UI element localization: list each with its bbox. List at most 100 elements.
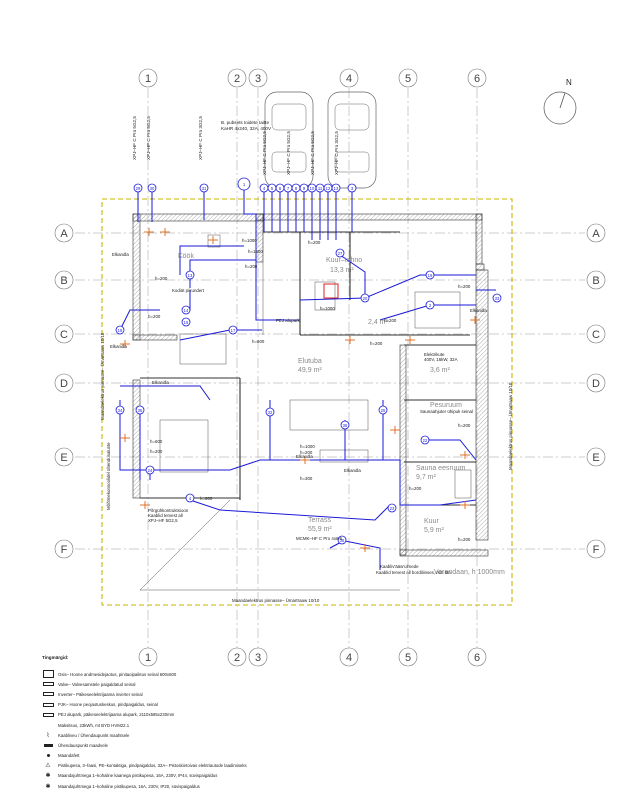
north-label: N bbox=[566, 78, 572, 87]
bottom-left-1: Põrgühkontruktsioon bbox=[148, 508, 189, 513]
h-label: h=1000 bbox=[320, 306, 335, 311]
wiring bbox=[119, 188, 496, 570]
node-label: 6 bbox=[279, 186, 282, 191]
room-elutuba: Elutuba bbox=[298, 358, 322, 365]
axis-col-6-bottom: 6 bbox=[474, 652, 480, 664]
supply-cables: XPJ–HF C Pro 5G2,5 XPJ–HF C Pro 5G2,5 XP… bbox=[132, 116, 339, 175]
room-sauna: Sauna eesruum bbox=[416, 465, 466, 472]
cable-label: XPJ–HF C Pro 5G2,5 bbox=[310, 131, 315, 175]
bottom-cable-1: Kaabliv'ääw'ulmede bbox=[380, 564, 419, 569]
axis-row-A: A bbox=[60, 228, 68, 240]
north-arrow: N bbox=[543, 78, 577, 125]
node-label: 18 bbox=[118, 328, 123, 333]
room-elutuba-area: 49,9 m² bbox=[298, 367, 322, 374]
elektrikute-label: Elektrikute bbox=[424, 352, 445, 357]
h-label: h=300 bbox=[300, 476, 313, 481]
axis-col-4-bottom: 4 bbox=[346, 652, 352, 664]
kodiut-label: Kodiüt piirundert bbox=[172, 288, 205, 293]
alarm-panel-icon bbox=[42, 680, 54, 688]
node-label: 17 bbox=[231, 328, 236, 333]
room-kuur-tehno-area: 13,3 m² bbox=[330, 267, 354, 274]
node-label: 7 bbox=[287, 186, 290, 191]
node-label: 22 bbox=[423, 438, 428, 443]
elkandla-label: Elkandla bbox=[110, 344, 127, 349]
main-board-icon bbox=[42, 701, 54, 709]
legend-item: ✱Maandajuhtmega 1–kohaline kaanega pisti… bbox=[42, 771, 462, 781]
h-label: h=600 bbox=[252, 339, 265, 344]
h-label: h=1500 bbox=[248, 249, 263, 254]
room-labels: Köök Kuur–tehno 13,3 m² Elutuba 49,9 m² … bbox=[178, 253, 505, 576]
node-label: 29 bbox=[136, 186, 141, 191]
h-label: h=200 bbox=[155, 276, 168, 281]
node-label: 27 bbox=[338, 251, 343, 256]
axis-row-F: F bbox=[61, 544, 68, 556]
node-label: 31 bbox=[202, 186, 207, 191]
axis-row-B: B bbox=[60, 275, 67, 287]
axis-col-6: 6 bbox=[474, 73, 480, 85]
node-label: 8 bbox=[295, 186, 298, 191]
bottom-left-2: Kaablid tervest all bbox=[148, 513, 183, 518]
room-terrass: Terrass bbox=[308, 517, 331, 524]
legend-title: Tingmärgid: bbox=[42, 655, 69, 660]
ground-rod-icon bbox=[42, 752, 54, 760]
axis-bubbles: 1 2 3 4 5 6 1 2 3 4 5 6 A B C D E F bbox=[54, 68, 606, 667]
axis-row-E: E bbox=[60, 452, 67, 464]
node-label: 11 bbox=[318, 186, 323, 191]
room-pesuruum-area: 3,6 m² bbox=[430, 367, 451, 374]
node-label: 4 bbox=[189, 496, 192, 501]
pej-label: PEJ alupark bbox=[276, 318, 300, 323]
h-label: h=200 bbox=[370, 341, 383, 346]
cable-entry-icon: ⌇ bbox=[46, 732, 50, 739]
h-label: h=200 bbox=[384, 318, 397, 323]
saun-label: Saunaahjuter ühipuk seinal bbox=[420, 409, 473, 414]
h-label: h=200 bbox=[150, 449, 163, 454]
axis-col-3: 3 bbox=[255, 73, 261, 85]
plinth-left-2: Mõõtmekonsoolidel ühendusaluste bbox=[106, 442, 111, 510]
plinth-right: Maandaelektrus pinnasse– Ümartraaw 10/10 bbox=[508, 382, 513, 470]
legend-item: Osis– Hoone andmesidejaotus, pinitaoipai… bbox=[42, 669, 462, 679]
axis-col-2-bottom: 2 bbox=[234, 652, 240, 664]
node-label: 25 bbox=[381, 408, 386, 413]
supply-line-2: KaHR 4x240, 32A, 400V bbox=[221, 126, 272, 131]
cable-label: XPJ–HF C Pro 3G2,5 bbox=[334, 131, 339, 175]
node-label: 24 bbox=[148, 468, 153, 473]
axis-grid bbox=[75, 88, 585, 650]
axis-row-C: C bbox=[60, 329, 68, 341]
room-kuur-area: 5,9 m² bbox=[424, 527, 445, 534]
axis-col-1-bottom: 1 bbox=[145, 652, 151, 664]
legend-item: ⚠Pistikupesa, 3–faasi, PE–kontaktiga, pi… bbox=[42, 761, 462, 771]
grounding-perimeter bbox=[101, 198, 513, 606]
cable-label: XPJ–HF C Pro 5G2,5 bbox=[262, 131, 267, 175]
room-sauna-area: 9,7 m² bbox=[416, 474, 437, 481]
legend: Tingmärgid: Osis– Hoone andmesidejaotus,… bbox=[42, 655, 462, 791]
h-label: h=600 bbox=[150, 439, 163, 444]
node-label: 15 bbox=[184, 320, 189, 325]
room-kook: Köök bbox=[178, 253, 194, 260]
node-label: 2 bbox=[429, 303, 432, 308]
elkandla-label: Elkandla bbox=[152, 380, 169, 385]
h-label: h=200 bbox=[458, 423, 471, 428]
axis-row-D-right: D bbox=[592, 378, 600, 390]
node-label: 13 bbox=[188, 273, 193, 278]
axis-col-1: 1 bbox=[145, 73, 151, 85]
room-terrass-area: 55,9 m² bbox=[308, 526, 332, 533]
h-label: h=1000 bbox=[242, 238, 257, 243]
axis-col-4: 4 bbox=[346, 73, 352, 85]
elkandla-label: Elkandla bbox=[112, 252, 129, 257]
node-label: 30 bbox=[150, 186, 155, 191]
axis-row-A-right: A bbox=[592, 228, 600, 240]
axis-row-C-right: C bbox=[592, 329, 600, 341]
axis-row-D: D bbox=[60, 378, 68, 390]
room-kuur: Kuur bbox=[424, 518, 439, 525]
axis-row-B-right: B bbox=[592, 275, 599, 287]
node-label: 36 bbox=[343, 423, 348, 428]
axis-col-2: 2 bbox=[234, 73, 240, 85]
node-label: 10 bbox=[310, 186, 315, 191]
node-label: 33 bbox=[495, 296, 500, 301]
h-label: h=200 bbox=[409, 486, 422, 491]
walls bbox=[132, 213, 489, 591]
legend-item: PEJ alupark, päikeseelektrijaama alupark… bbox=[42, 710, 462, 720]
ground-bar-icon bbox=[42, 741, 54, 749]
socket-icon: ✱ bbox=[45, 783, 51, 790]
